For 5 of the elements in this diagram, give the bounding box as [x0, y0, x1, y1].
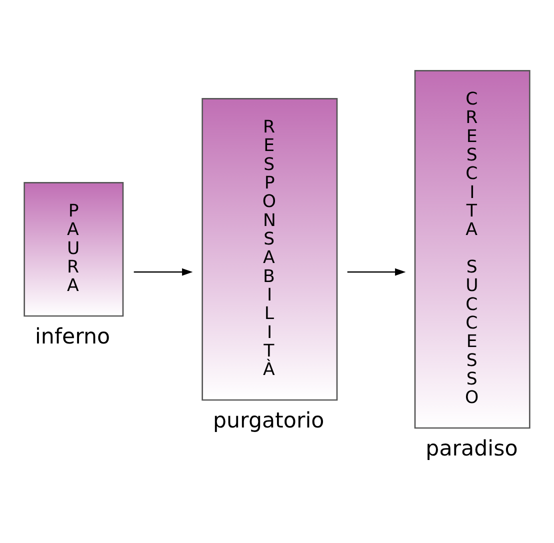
node-label: inferno [35, 324, 110, 350]
arrow [347, 268, 406, 276]
node-label: purgatorio [213, 408, 324, 434]
arrow [134, 268, 193, 276]
node-label: paradiso [426, 436, 518, 462]
